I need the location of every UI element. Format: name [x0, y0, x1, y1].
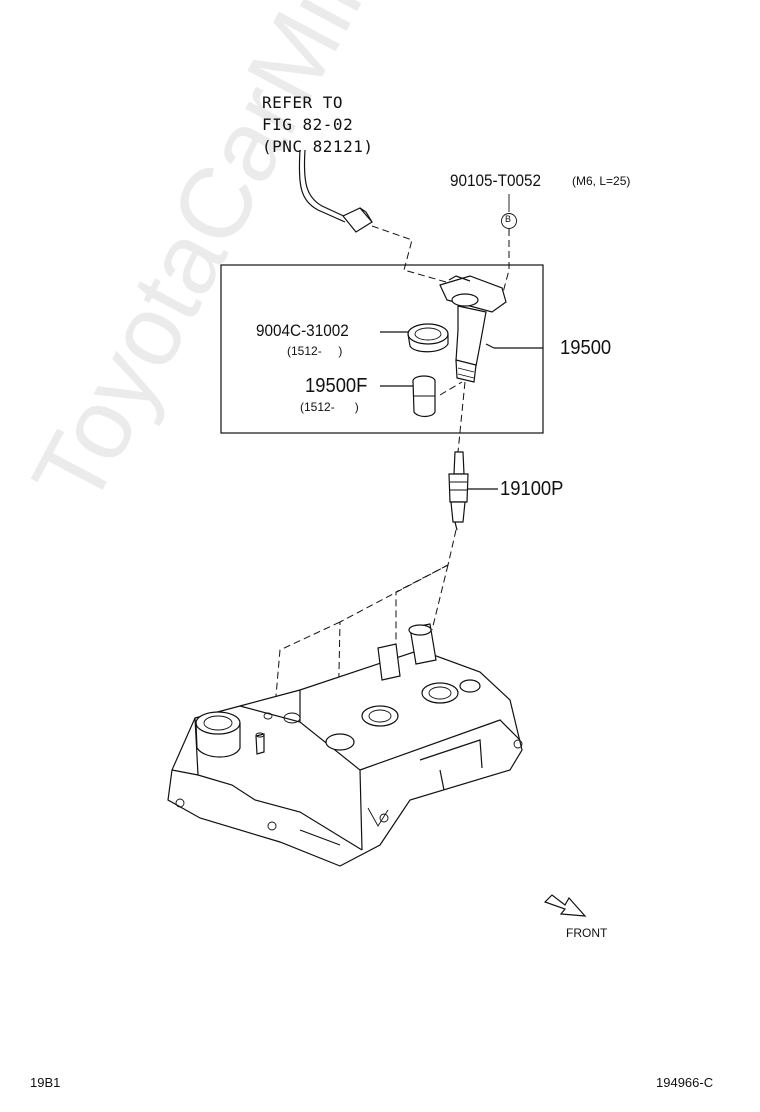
- refer-line-2: FIG 82-02: [262, 115, 354, 134]
- bolt-part-number[interactable]: 90105-T0052: [450, 171, 542, 190]
- cylinder-head-cover-drawing: [167, 623, 523, 867]
- bolt-spec: (M6, L=25): [572, 174, 631, 188]
- ignition-coil-drawing: [439, 275, 543, 383]
- refer-line-1: REFER TO: [262, 93, 344, 112]
- front-arrow-icon: [543, 894, 587, 917]
- spark-plug-part-number[interactable]: 19100P: [500, 478, 564, 500]
- refer-line-3: (PNC 82121): [262, 137, 374, 156]
- gasket-note: (1512- ): [287, 344, 343, 358]
- plug-boot-drawing: [380, 375, 463, 418]
- front-label: FRONT: [566, 926, 608, 940]
- gasket-part-number[interactable]: 9004C-31002: [256, 321, 349, 340]
- footer-left-code: 19B1: [30, 1075, 61, 1090]
- bolt-marker: [500, 194, 517, 301]
- bolt-marker-letter: B: [505, 214, 512, 224]
- footer-right-code: 194966-C: [656, 1075, 714, 1090]
- wire-harness: [298, 149, 447, 283]
- ignition-coil-part-number[interactable]: 19500: [560, 337, 612, 359]
- kit-box: [220, 264, 544, 434]
- plug-boot-part-number[interactable]: 19500F: [305, 375, 368, 397]
- spark-plug-drawing: [448, 451, 498, 531]
- gasket-drawing: [380, 323, 449, 353]
- plug-boot-note: (1512- ): [300, 400, 359, 414]
